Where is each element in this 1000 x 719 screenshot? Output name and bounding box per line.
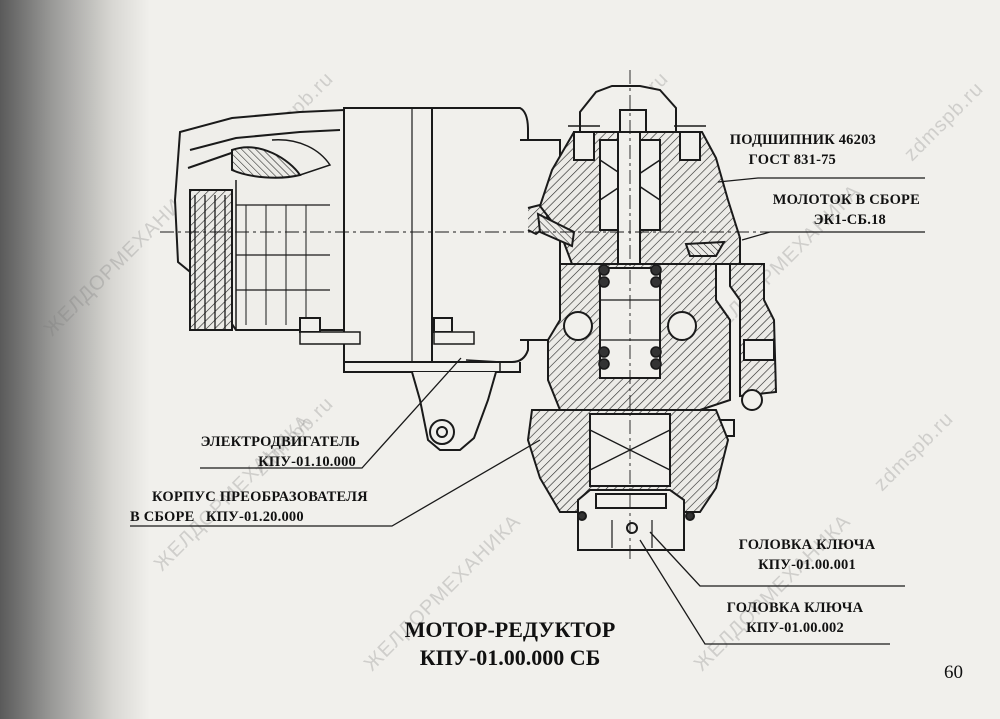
callout-hammer: МОЛОТОК В СБОРЕ ЭК1-СБ.18: [773, 190, 920, 230]
page-binding-shadow: [0, 0, 150, 719]
callout-bearing-code: ГОСТ 831-75: [748, 152, 836, 168]
drawing-title: МОТОР-РЕДУКТОР КПУ-01.00.000 СБ: [380, 616, 640, 672]
reducer-gear-housing: [526, 85, 778, 551]
callout-electric-motor: ЭЛЕКТРОДВИГАТЕЛЬ КПУ-01.10.000: [180, 432, 360, 472]
leader-lines: [130, 177, 925, 645]
electric-motor: [173, 107, 561, 451]
callout-bearing: ПОДШИПНИК 46203 ГОСТ 831-75: [730, 130, 876, 170]
callout-head2-name: ГОЛОВКА КЛЮЧА: [726, 600, 864, 616]
drawing-title-code: КПУ-01.00.000 СБ: [419, 645, 601, 670]
callout-head2-code: КПУ-01.00.002: [746, 620, 844, 636]
callout-bearing-name: ПОДШИПНИК 46203: [729, 132, 876, 148]
centerlines: [160, 70, 770, 560]
drawing-title-name: МОТОР-РЕДУКТОР: [404, 617, 616, 642]
callout-head1-name: ГОЛОВКА КЛЮЧА: [738, 537, 876, 553]
callout-housing-name: КОРПУС ПРЕОБРАЗОВАТЕЛЯ: [152, 489, 368, 505]
callout-converter-housing: КОРПУС ПРЕОБРАЗОВАТЕЛЯ В СБОРЕ КПУ-01.20…: [130, 487, 368, 527]
page-number: 60: [944, 662, 963, 683]
callout-hammer-code: ЭК1-СБ.18: [813, 212, 886, 228]
callout-hammer-name: МОЛОТОК В СБОРЕ: [772, 192, 920, 208]
callout-head1-code: КПУ-01.00.001: [758, 557, 856, 573]
callout-motor-code: КПУ-01.10.000: [258, 454, 356, 470]
callout-motor-name: ЭЛЕКТРОДВИГАТЕЛЬ: [200, 434, 360, 450]
callout-housing-code: В СБОРЕ КПУ-01.20.000: [130, 509, 304, 525]
callout-key-head-1: ГОЛОВКА КЛЮЧА КПУ-01.00.001: [712, 535, 902, 575]
callout-key-head-2: ГОЛОВКА КЛЮЧА КПУ-01.00.002: [700, 598, 890, 638]
